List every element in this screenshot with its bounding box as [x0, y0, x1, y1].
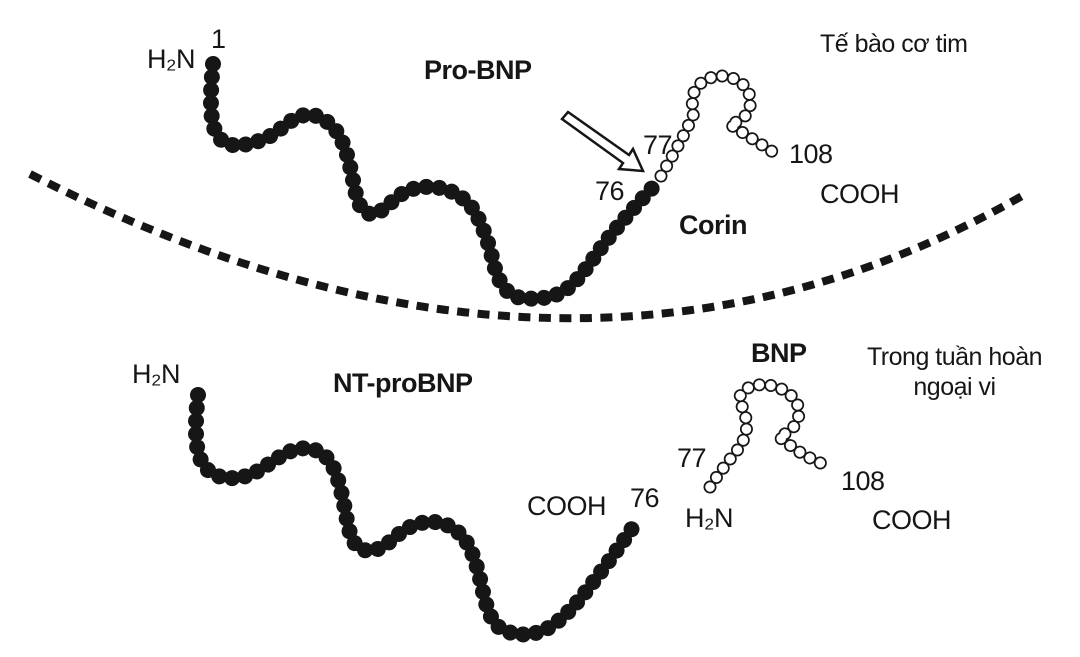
pro-bnp-label: Pro-BNP — [424, 55, 532, 85]
pro-bnp-residue-77-label: 77 — [643, 130, 673, 160]
pro-bnp-residue-108-label: 108 — [789, 139, 833, 169]
bnp-n-terminus-label: H₂N — [685, 503, 733, 533]
pro-bnp-open-bead-chain-inner — [661, 76, 777, 176]
bnp-open-bead-chain — [710, 385, 823, 487]
bnp-c-terminus-label: COOH — [872, 505, 952, 535]
nt-probnp-n-terminus-label: H₂N — [132, 359, 180, 389]
cell-membrane-dashed-line — [28, 170, 1024, 323]
nt-probnp-bead-chain — [187, 387, 641, 643]
pro-bnp-open-bead-chain — [661, 76, 777, 176]
pro-bnp-bead-chain — [202, 56, 663, 307]
corin-enzyme-label: Corin — [679, 210, 748, 240]
bnp-label: BNP — [751, 338, 807, 368]
pro-bnp-residue-76-label: 76 — [595, 176, 625, 206]
circulation-location-line1: Trong tuần hoàn — [866, 343, 1043, 371]
circulation-location-line2: ngoại vi — [913, 373, 996, 401]
bnp-residue-77-label: 77 — [677, 443, 707, 473]
circulation-location-label: Trong tuần hoàn ngoại vi — [852, 342, 1057, 402]
bnp-residue-108-label: 108 — [841, 466, 885, 496]
pro-bnp-n-terminus-label: H₂N — [147, 44, 195, 74]
nt-probnp-residue-76-label: 76 — [630, 483, 660, 513]
cleavage-site-arrow-icon — [560, 110, 646, 173]
pro-bnp-residue-1-label: 1 — [211, 24, 226, 54]
nt-probnp-c-terminus-label: COOH — [527, 491, 607, 521]
cell-location-label: Tế bào cơ tim — [820, 30, 968, 58]
nt-probnp-label: NT-proBNP — [333, 368, 473, 398]
pro-bnp-c-terminus-label: COOH — [820, 179, 900, 209]
